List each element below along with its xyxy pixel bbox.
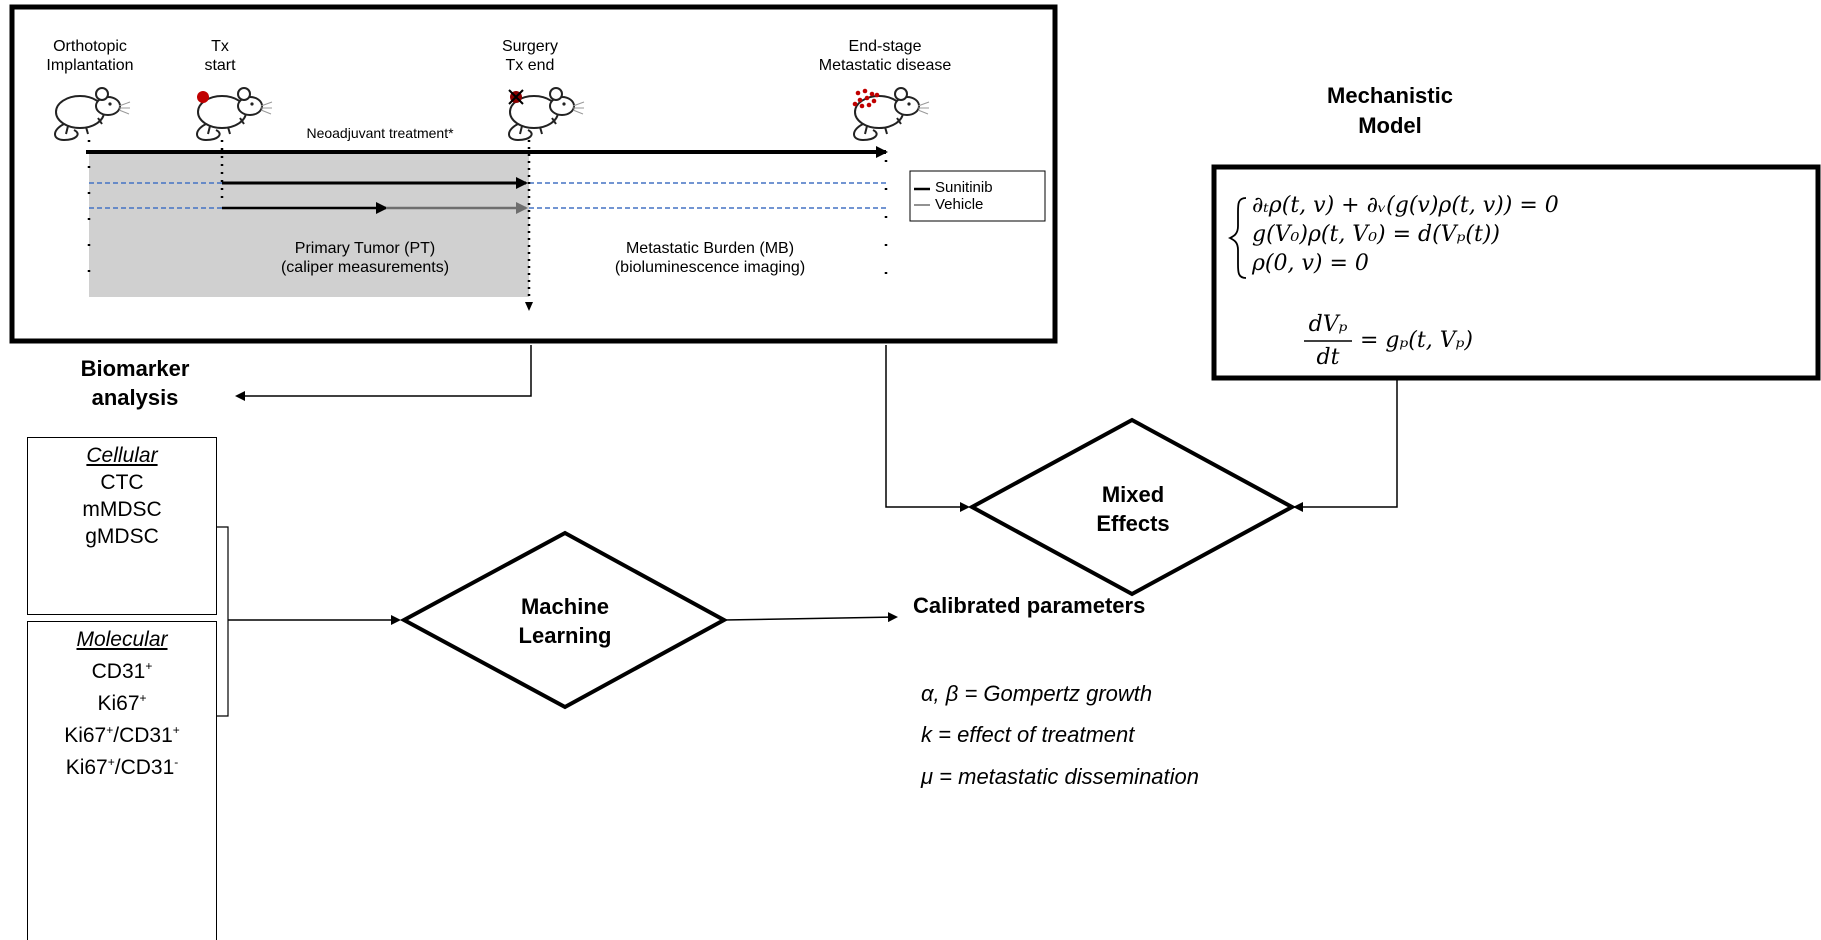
mouse-icon-surgery xyxy=(508,87,585,141)
legend-vehicle: Vehicle xyxy=(935,196,984,213)
neoadjuvant-label: Neoadjuvant treatment* xyxy=(306,125,454,141)
primary-tumor-label: Primary Tumor (PT) (caliper measurements… xyxy=(280,240,450,276)
ode-denominator: dt xyxy=(1316,345,1340,370)
metastatic-burden-label: Metastatic Burden (MB) (bioluminescence … xyxy=(614,240,806,276)
cellular-item: mMDSC xyxy=(82,498,162,521)
mechanistic-model-box xyxy=(1211,164,1821,381)
event-label-surgery: Surgery Tx end xyxy=(501,38,559,74)
timeline-panel xyxy=(9,4,1058,344)
mouse-icon-implant xyxy=(54,87,131,141)
cellular-item: CTC xyxy=(100,471,144,494)
boundary-equation: g(V₀)ρ(t, V₀) = d(Vₚ(t)) xyxy=(1252,222,1500,247)
param-dissemination: μ = metastatic dissemination xyxy=(921,764,1200,789)
mechanistic-model-title: Mechanistic Model xyxy=(1327,83,1453,138)
ode-numerator: dVₚ xyxy=(1308,312,1348,337)
mouse-icon-end-stage xyxy=(852,87,930,141)
pde-equation: ∂ₜρ(t, v) + ∂ᵥ(g(v)ρ(t, v)) = 0 xyxy=(1252,193,1559,218)
primary-tumor-shade xyxy=(89,152,529,297)
molecular-item: CD31+ xyxy=(91,659,153,683)
ode-rhs: = gₚ(t, Vₚ) xyxy=(1360,328,1473,353)
equation-brace xyxy=(1227,197,1247,279)
initial-condition: ρ(0, v) = 0 xyxy=(1252,251,1369,276)
molecular-item: Ki67+/CD31+ xyxy=(64,723,180,747)
timeline-to-mixed-arrow xyxy=(885,345,970,512)
biomarker-arrow xyxy=(235,345,532,401)
biomarker-title: Biomarker analysis xyxy=(80,356,190,410)
molecular-heading: Molecular xyxy=(76,628,168,651)
param-gompertz: α, β = Gompertz growth xyxy=(921,681,1153,706)
mouse-icon-tx-start xyxy=(196,87,273,141)
molecular-box: Molecular CD31+ Ki67+ Ki67+/CD31+ Ki67+/… xyxy=(27,621,217,940)
legend-box xyxy=(909,170,1046,222)
molecular-item: Ki67+/CD31- xyxy=(65,755,179,779)
molecular-item: Ki67+ xyxy=(97,691,147,715)
event-label-tx-start: Tx start xyxy=(204,38,236,74)
legend-sunitinib: Sunitinib xyxy=(935,179,993,196)
cellular-box: Cellular CTC mMDSC gMDSC xyxy=(27,437,217,615)
calibrated-parameters-title: Calibrated parameters xyxy=(913,593,1146,618)
event-label-end-stage: End-stage Metastatic disease xyxy=(818,38,952,74)
mixed-effects-diamond xyxy=(967,417,1297,597)
model-to-mixed-arrow xyxy=(1293,379,1398,512)
cellular-item: gMDSC xyxy=(85,525,159,548)
event-label-implant: Orthotopic Implantation xyxy=(46,38,134,74)
cellular-heading: Cellular xyxy=(86,444,158,467)
param-treatment: k = effect of treatment xyxy=(921,722,1135,747)
mixed-effects-label: Mixed Effects xyxy=(1096,482,1170,536)
ml-to-calibrated-arrow xyxy=(723,612,898,623)
machine-learning-label: Machine Learning xyxy=(518,594,612,648)
